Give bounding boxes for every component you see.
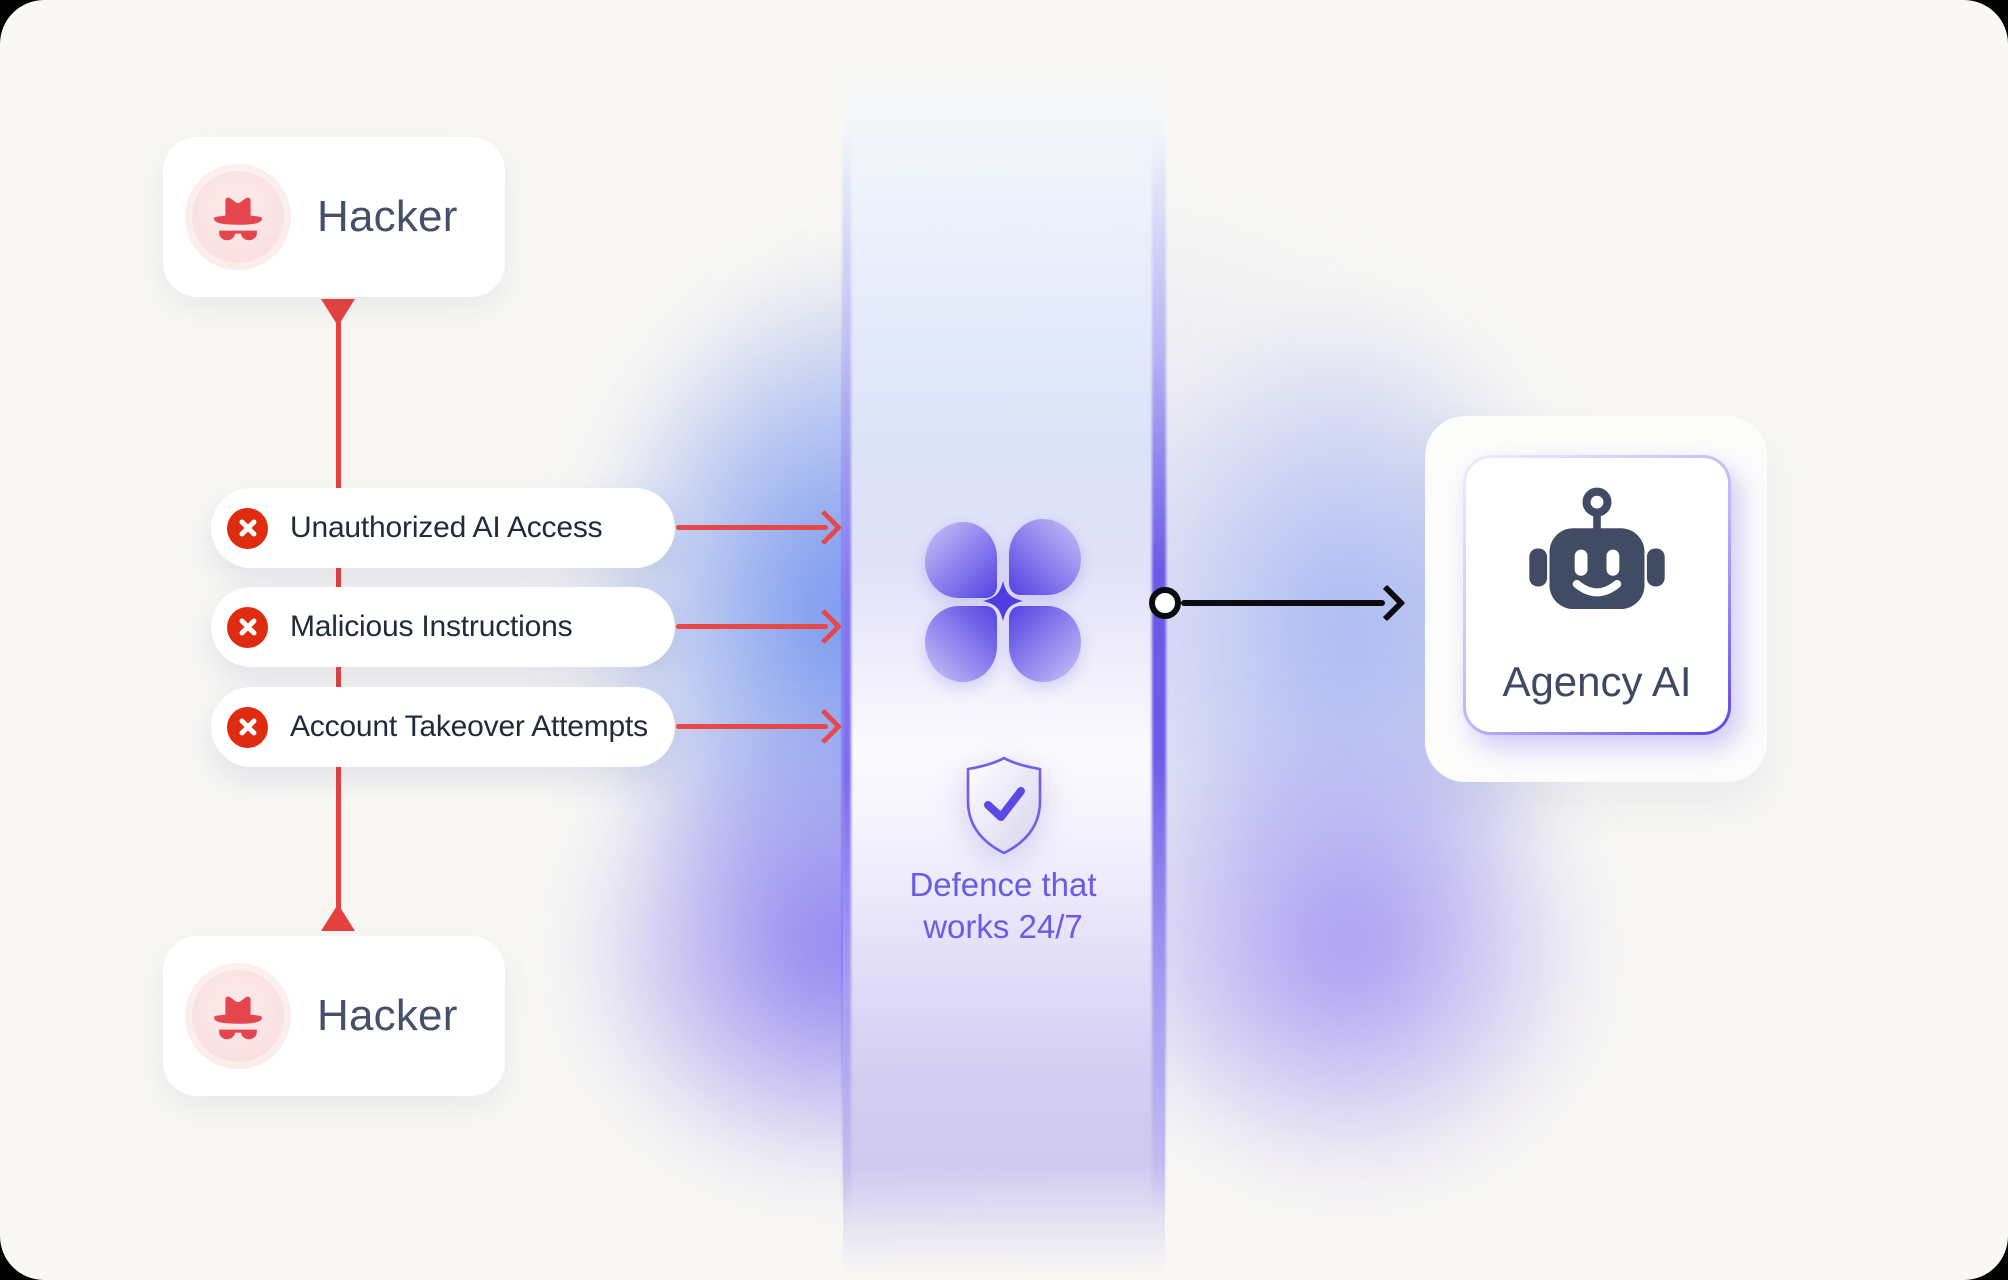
flower-petal	[925, 606, 997, 682]
beam-edge-right	[1152, 130, 1166, 1240]
agency-card-outer: Agency AI	[1425, 416, 1767, 782]
hacker-label: Hacker	[317, 192, 458, 241]
robot-icon	[1521, 484, 1673, 625]
threat-arrow-line	[676, 525, 828, 530]
x-circle-icon	[227, 507, 268, 549]
x-circle-icon	[227, 706, 268, 748]
threat-pill: Unauthorized AI Access	[211, 488, 675, 568]
threat-pill: Malicious Instructions	[211, 587, 675, 667]
x-circle-icon	[227, 606, 268, 648]
flower-petal	[925, 522, 997, 598]
agency-label: Agency AI	[1502, 658, 1692, 705]
pass-arrow-origin	[1149, 587, 1181, 619]
pass-arrow-line	[1181, 600, 1385, 606]
petal-flower-icon	[925, 519, 1081, 682]
shield-check-icon	[966, 756, 1042, 855]
hacker-avatar	[185, 164, 291, 270]
incognito-spy-icon	[214, 996, 262, 1040]
threat-arrow-line	[676, 624, 828, 629]
flower-petal	[1009, 519, 1081, 595]
defence-caption: Defence that works 24/7	[838, 864, 1168, 948]
threat-arrow-line	[676, 724, 828, 729]
defence-beam	[843, 55, 1165, 1273]
beam-edge-left	[842, 130, 851, 1240]
flower-center-star-icon	[983, 581, 1023, 621]
hacker-card-bottom: Hacker	[163, 936, 505, 1096]
hacker-avatar	[185, 963, 291, 1069]
flower-petal	[1009, 606, 1081, 682]
threat-label: Account Takeover Attempts	[290, 710, 648, 743]
threat-label: Unauthorized AI Access	[290, 511, 603, 544]
incognito-spy-icon	[214, 197, 262, 241]
hacker-card-top: Hacker	[163, 137, 505, 297]
defence-caption-line1: Defence that	[909, 866, 1097, 903]
agency-card-inner: Agency AI	[1463, 455, 1731, 735]
hacker-label: Hacker	[317, 991, 458, 1040]
attack-arrowhead-up-icon	[321, 904, 355, 931]
threat-pill: Account Takeover Attempts	[211, 687, 675, 767]
attack-arrowhead-down-icon	[321, 299, 355, 326]
threat-label: Malicious Instructions	[290, 610, 573, 643]
defence-caption-line2: works 24/7	[923, 908, 1083, 945]
